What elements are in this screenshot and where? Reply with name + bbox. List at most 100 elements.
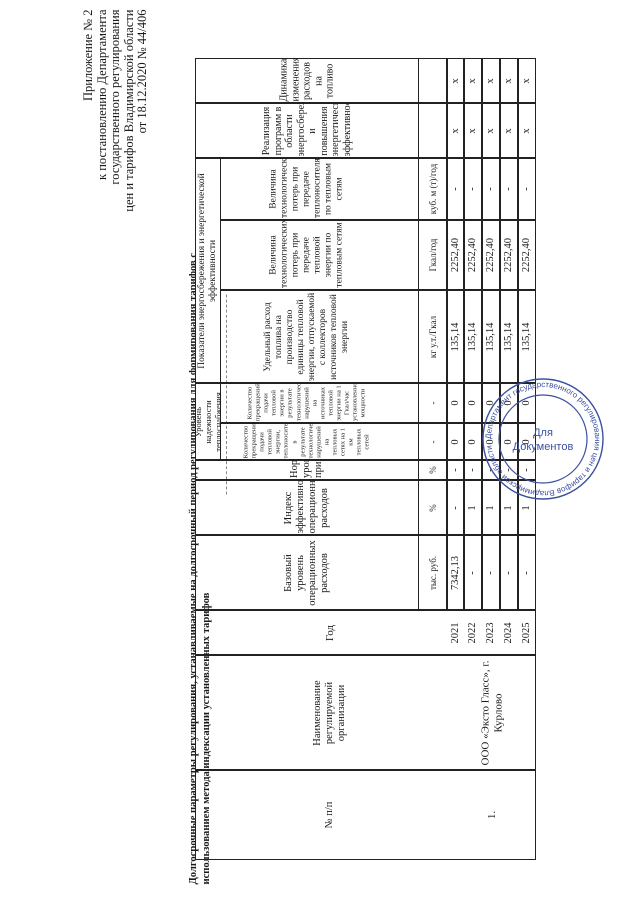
header-carrier_loss: Величина технологических потерь при пере…	[268, 158, 344, 218]
cell-rel_networks: 0	[467, 438, 478, 445]
unit-cell	[418, 423, 447, 460]
stamp-ring-text: Департамент государственного регулирован…	[484, 380, 602, 498]
energy-group	[195, 158, 221, 383]
cell-profit-wrap: -	[447, 460, 464, 480]
unit-cell	[418, 220, 447, 290]
header-year: Год	[323, 624, 336, 641]
header-reliability: Уровень надежности теплоснабжения	[195, 391, 221, 452]
header-num-wrap: № п/п	[195, 770, 464, 860]
cell-fuel_dynamics: х	[485, 77, 496, 84]
unit-cell	[418, 290, 447, 383]
cell-fuel: 135,14	[521, 322, 532, 351]
stamp-center-line2: Документов	[513, 441, 574, 453]
cell-base_opex-wrap: -	[464, 535, 482, 610]
cell-carrier_loss-wrap: -	[500, 158, 518, 220]
cell-base_opex-wrap: -	[500, 535, 518, 610]
unit-cell	[418, 480, 447, 535]
header-org: Наименование регулируемой организации	[311, 679, 347, 746]
cell-base_opex: -	[503, 570, 514, 575]
cell-heat_loss: 2252,40	[503, 237, 514, 273]
cell-year: 2025	[521, 622, 532, 643]
cell-year: 2022	[467, 622, 478, 643]
cell-carrier_loss: -	[521, 187, 532, 191]
unit-heat_loss-wrap: Гкал/год	[418, 220, 447, 290]
band-year	[195, 610, 536, 655]
cell-base_opex: 7342,13	[449, 555, 461, 590]
cell-year: 2023	[485, 622, 496, 643]
cell-fuel: 135,14	[503, 322, 514, 351]
org-num: 1.	[485, 810, 498, 820]
cell-heat_loss-wrap: 2252,40	[500, 220, 518, 290]
cell-programs: х	[467, 127, 478, 134]
cell-carrier_loss: -	[449, 187, 461, 191]
unit-carrier_loss-wrap: куб. м (т)/год	[418, 158, 447, 220]
unit-base_opex: тыс. руб.	[427, 555, 438, 590]
unit-opex_index: %	[427, 503, 438, 512]
header-org-wrap: Наименование регулируемой организации	[195, 655, 464, 770]
unit-cell	[418, 103, 447, 158]
cell-heat_loss: 2252,40	[485, 237, 496, 273]
header-programs: Реализация программ в области энергосбер…	[260, 103, 353, 156]
cell-fuel_dynamics-wrap: х	[500, 58, 518, 103]
unit-cell	[418, 158, 447, 220]
org-name-wrap: ООО «Эксто Гласс», г. Курлово	[447, 655, 536, 770]
header-profit-wrap: Нормативный уровень прибыли	[195, 460, 418, 480]
header-base_opex: Базовый уровень операционных расходов	[282, 539, 330, 606]
unit-heat_loss: Гкал/год	[427, 238, 438, 272]
cell-fuel-wrap: 135,14	[500, 290, 518, 383]
header-num: № п/п	[323, 801, 335, 829]
header-heat_loss-wrap: Величина технологических потерь при пере…	[195, 220, 418, 290]
cell-carrier_loss-wrap: -	[482, 158, 500, 220]
table-row	[482, 58, 500, 610]
cell-fuel: 135,14	[467, 322, 478, 351]
cell-fuel: 135,14	[449, 322, 461, 351]
cell-programs: х	[485, 127, 496, 134]
stamp-center-line1: Для	[533, 427, 553, 439]
cell-fuel-wrap: 135,14	[447, 290, 464, 383]
unit-programs-wrap	[418, 103, 447, 158]
cell-fuel_dynamics: х	[503, 77, 514, 84]
cell-rel_sources: 0	[449, 400, 461, 406]
header-energy: Показатели энергосбережения и энергетиче…	[197, 172, 218, 369]
cell-heat_loss-wrap: 2252,40	[482, 220, 500, 290]
cell-rel_sources: 0	[467, 400, 478, 406]
cell-programs-wrap: х	[518, 103, 536, 158]
cell-fuel-wrap: 135,14	[518, 290, 536, 383]
unit-cell	[418, 383, 447, 423]
cell-heat_loss-wrap: 2252,40	[464, 220, 482, 290]
cell-carrier_loss: -	[467, 187, 478, 191]
header-reliability-wrap: Уровень надежности теплоснабжения	[195, 383, 221, 460]
header-carrier_loss-wrap: Величина технологических потерь при пере…	[195, 158, 418, 220]
unit-base_opex-wrap: тыс. руб.	[418, 535, 447, 610]
header-opex_index: Индекс эффективности операционных расход…	[282, 480, 330, 533]
cell-year: 2024	[503, 622, 514, 643]
cell-programs: х	[449, 127, 461, 134]
header-fuel_dynamics: Динамика изменения расходов на топливо	[277, 58, 335, 101]
org-num-wrap: 1.	[447, 770, 536, 860]
cell-programs-wrap: х	[500, 103, 518, 158]
unit-rel_networks: -	[427, 440, 438, 443]
cell-programs-wrap: х	[464, 103, 482, 158]
unit-profit-wrap: %	[418, 460, 447, 480]
cell-fuel_dynamics-wrap: х	[447, 58, 464, 103]
unit-fuel: кг у.т./Гкал	[427, 315, 438, 358]
header-programs-wrap: Реализация программ в области энергосбер…	[195, 103, 418, 158]
cell-year-wrap: 2022	[464, 610, 482, 655]
cell-rel_sources-wrap: 0	[447, 383, 464, 423]
cell-opex_index-wrap: -	[447, 480, 464, 535]
table-row	[500, 58, 518, 610]
header-fuel_dynamics-wrap: Динамика изменения расходов на топливо	[195, 58, 418, 103]
cell-heat_loss-wrap: 2252,40	[518, 220, 536, 290]
table-row	[447, 58, 464, 610]
header-rel_sources: Количество прекращений подачи тепловой э…	[245, 383, 367, 421]
org-name: ООО «Эксто Гласс», г. Курлово	[479, 660, 504, 765]
cell-opex_index: -	[449, 505, 461, 510]
cell-base_opex: -	[485, 570, 496, 575]
header-energy-wrap: Показатели энергосбережения и энергетиче…	[195, 158, 221, 383]
header-year-wrap: Год	[195, 610, 464, 655]
cell-rel_networks-wrap: 0	[447, 423, 464, 460]
cell-base_opex-wrap: -	[482, 535, 500, 610]
cell-fuel_dynamics: х	[521, 77, 532, 84]
cell-heat_loss: 2252,40	[521, 237, 532, 273]
